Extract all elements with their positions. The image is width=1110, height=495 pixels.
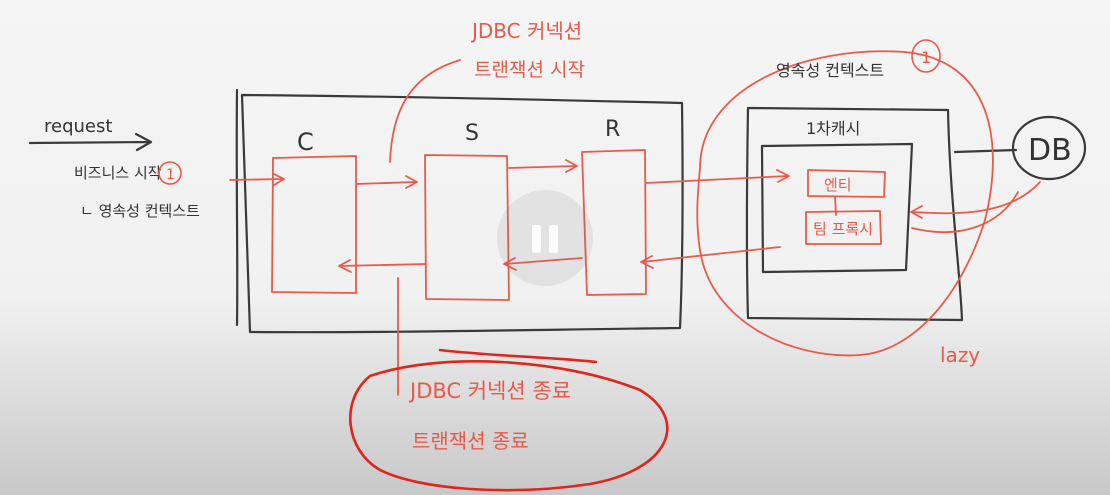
repository-label: R (605, 117, 620, 142)
pause-icon[interactable] (497, 190, 593, 286)
jdbc-end-line1: JDBC 커넥션 종료 (408, 379, 571, 403)
cache-label: 1차캐시 (806, 119, 860, 138)
jdbc-end-circle (349, 360, 669, 492)
arrow-r-to-s (503, 257, 583, 271)
cache-box (760, 142, 914, 274)
db-label: DB (1028, 133, 1072, 168)
repository-box (581, 149, 647, 296)
team-proxy-label: 팀 프록시 (813, 220, 873, 238)
controller-label: C (297, 128, 314, 156)
persistence-context-right-label: 영속성 컨텍스트 (776, 61, 884, 80)
db-connector (953, 148, 1018, 154)
pause-bar-left (532, 225, 541, 253)
entity-box (807, 169, 886, 198)
controller-box (271, 155, 357, 294)
biz-start-label: 비즈니스 시작 (74, 164, 162, 182)
request-label: request (44, 116, 112, 137)
persistence-num: 1 (921, 48, 931, 67)
jdbc-start-leader (389, 59, 461, 163)
underline (438, 348, 598, 364)
arrow-db-to-proxy (910, 181, 1041, 219)
pause-bar-right (549, 225, 558, 253)
biz-start-num-circle (158, 161, 182, 185)
arrow-c-to-s (355, 175, 418, 189)
persistence-box (745, 106, 964, 322)
biz-start-num: 1 (166, 167, 175, 183)
jdbc-end-line2: 트랜잭션 종료 (412, 429, 529, 453)
arrow-s-to-r (508, 159, 578, 173)
app-container (240, 93, 684, 334)
service-label: S (465, 121, 479, 146)
service-box (424, 154, 510, 301)
entity-proxy-link (834, 196, 837, 216)
lazy-label: lazy (940, 343, 980, 367)
arrow-proxy-to-db (911, 191, 1019, 233)
arrow-s-to-c (338, 259, 427, 273)
boundary-line (235, 88, 239, 327)
arrow-r-to-cache (645, 169, 790, 184)
jdbc-start-line1: JDBC 커넥션 (470, 19, 582, 43)
proxy-box (805, 210, 882, 245)
persistence-num-circle (911, 39, 941, 73)
arrow-cache-to-r (640, 246, 781, 269)
jdbc-start-line2: 트랜잭션 시작 (474, 59, 585, 81)
arrow-to-controller (229, 173, 285, 186)
db-circle (1011, 115, 1087, 181)
persistence-circle (696, 50, 994, 357)
persistence-context-left-label: ㄴ 영속성 컨텍스트 (80, 202, 200, 220)
entity-label: 엔티 (824, 176, 852, 194)
request-arrow (28, 132, 153, 152)
